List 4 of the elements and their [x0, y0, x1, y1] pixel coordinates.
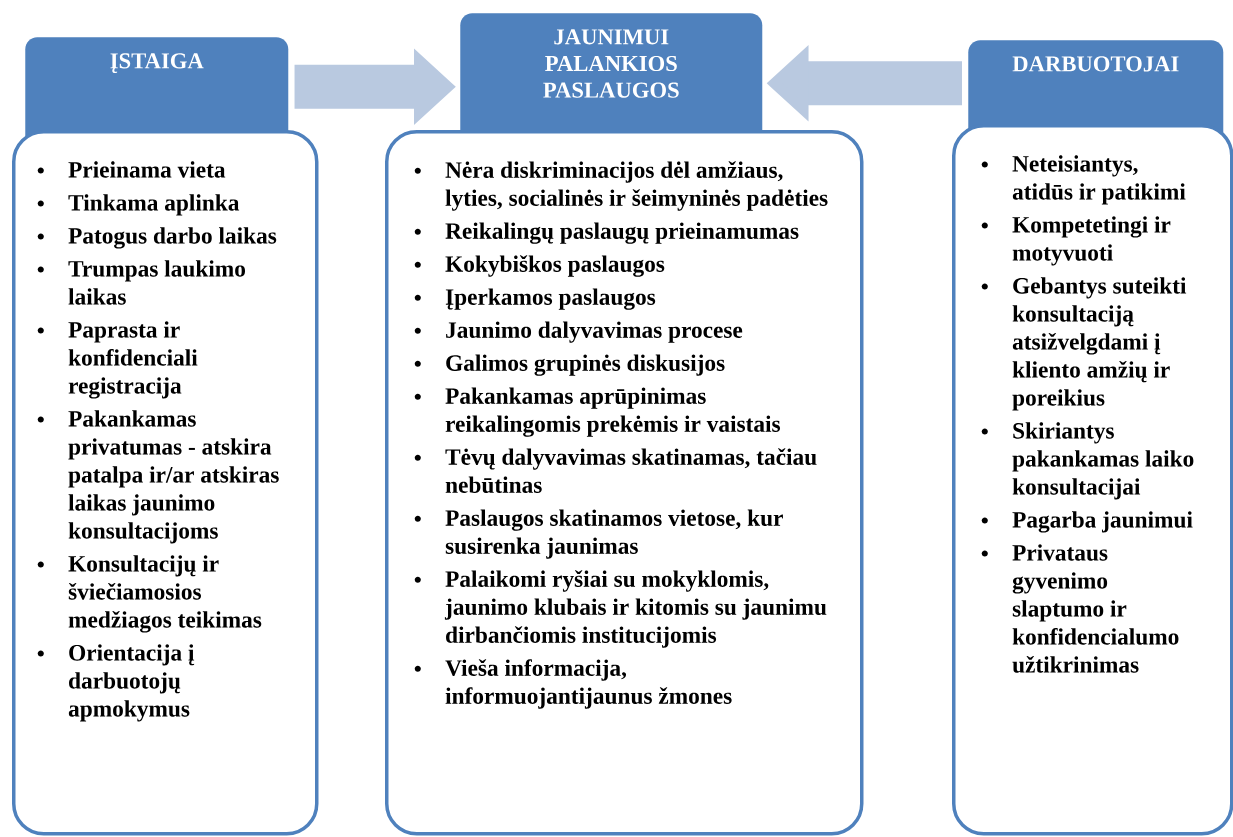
list-box: Neteisiantys, atidūs ir patikimi Kompetetingi ir motyvuoti Gebantys suteikti konsultaciją atsižvelgdami į kliento amžių ir poreikius Skiriantys pakankamas laiko konsultacijai Pagarba jaunimui Privataus gyvenimo slaptumo ir konfidencialumo užtikrinimas — [952, 124, 1233, 836]
node-label: JAUNIMUI PALANKIOS PASLAUGOS — [543, 29, 679, 98]
list-box: Nėra diskriminacijos dėl amžiaus, lyties, socialinės ir šeimyninės padėties Reikalingų paslaugų prieinamumas Kokybiškos paslaugos Įperkamos paslaugos Jaunimo dalyvavimas procese Galimos grupinės diskusijos Pakankamas aprūpinimas reikalingomis prekėmis ir vaistais Tėvų dalyvavimas skatinamas, tačiau nebūtinas Paslaugos skatinamos vietose, kur susirenka jaunimas Palaikomi ryšiai su mokyklomis, jaunimo klubais ir kitomis su jaunimu dirbančiomis institucijomis Vieša informacija, informuojantijaunus žmones — [385, 130, 864, 836]
list-box: Prieinama vieta Tinkama aplinka Patogus darbo laikas Trumpas laukimo laikas Paprasta ir konfidenciali registracija Pakankamas privatumas - atskira patalpa ir/ar atskiras laikas jaunimo konsultacijoms Konsultacijų ir šviečiamosios medžiagos teikimas Orientacija į darbuotojų apmokymus — [12, 130, 319, 836]
